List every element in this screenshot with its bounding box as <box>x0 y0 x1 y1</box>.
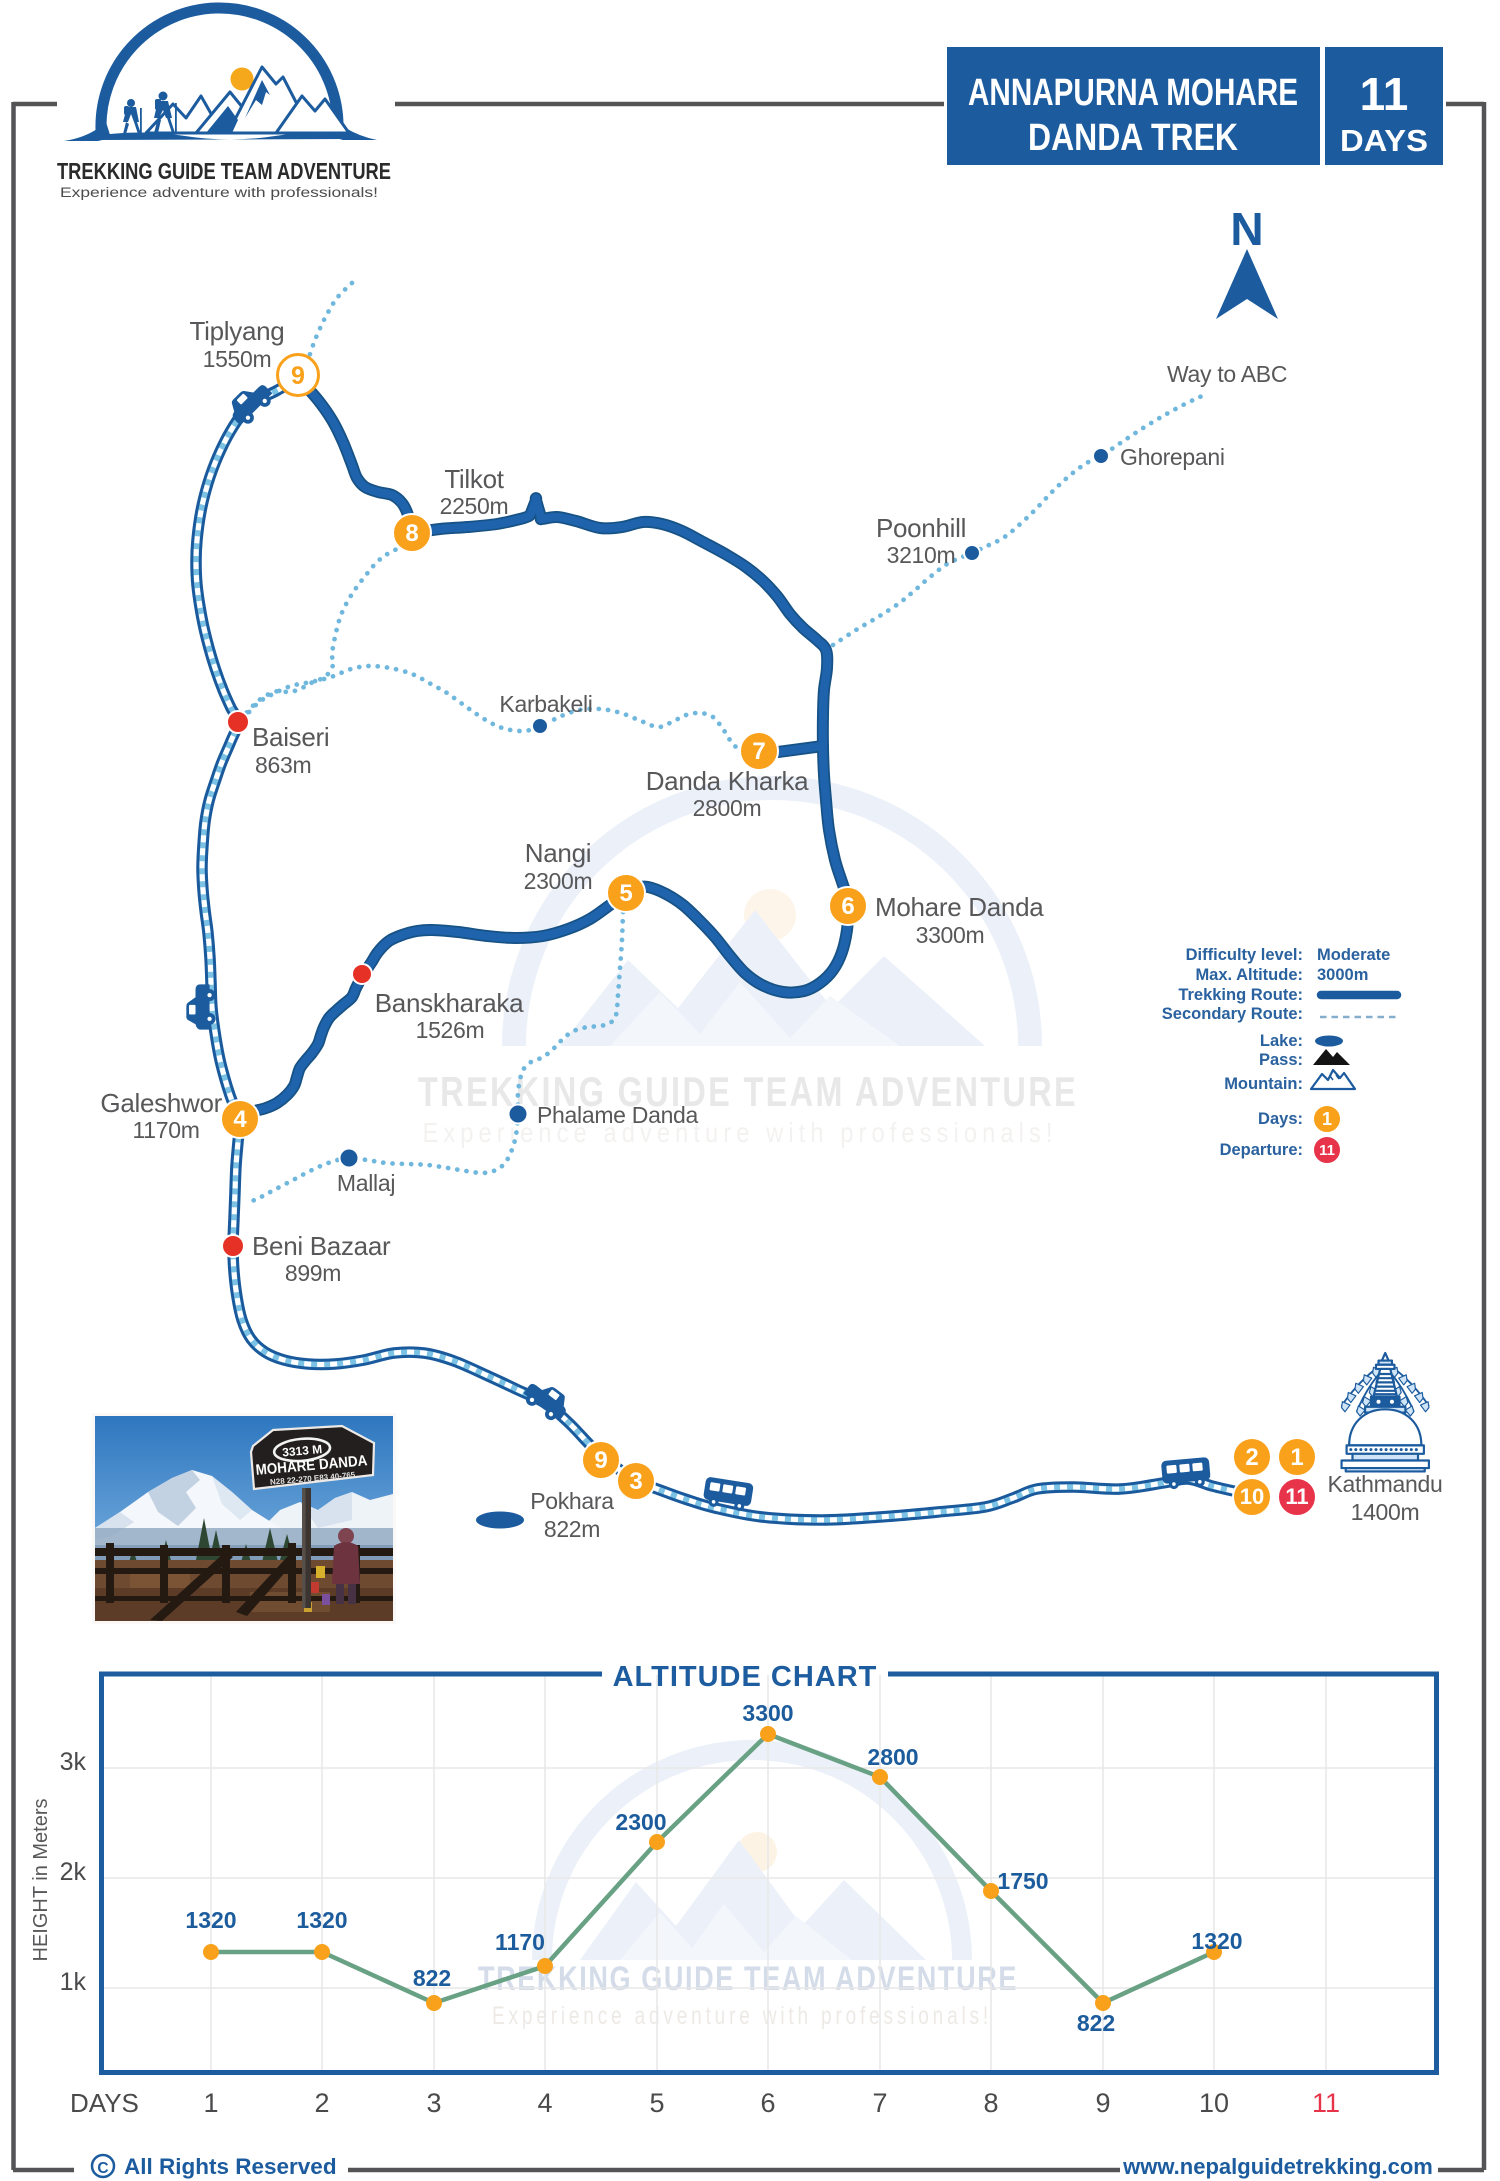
svg-text:11: 11 <box>1285 1484 1308 1509</box>
svg-text:1750: 1750 <box>997 1868 1048 1894</box>
svg-text:1320: 1320 <box>296 1907 347 1933</box>
svg-text:1170: 1170 <box>495 1929 545 1955</box>
svg-text:8: 8 <box>983 2088 998 2118</box>
svg-text:Difficulty level:: Difficulty level: <box>1186 946 1303 964</box>
svg-text:DAYS: DAYS <box>70 2088 139 2118</box>
svg-text:1: 1 <box>1322 1109 1332 1129</box>
svg-text:6: 6 <box>841 893 854 920</box>
svg-text:3: 3 <box>629 1468 642 1495</box>
svg-text:Experience adventure with prof: Experience adventure with professionals! <box>60 185 378 200</box>
svg-text:Experience adventure with prof: Experience adventure with professionals! <box>423 1117 1058 1148</box>
svg-text:9: 9 <box>291 362 305 390</box>
svg-text:2800: 2800 <box>867 1744 918 1770</box>
svg-text:www.nepalguidetrekking.com: www.nepalguidetrekking.com <box>1122 2154 1433 2179</box>
svg-text:1k: 1k <box>60 1968 87 1996</box>
svg-text:C: C <box>97 2160 108 2177</box>
svg-text:2k: 2k <box>60 1858 87 1886</box>
svg-text:Mohare Danda: Mohare Danda <box>875 892 1044 922</box>
svg-text:3300m: 3300m <box>916 922 985 948</box>
svg-text:5: 5 <box>619 880 632 907</box>
svg-text:Mallaj: Mallaj <box>337 1170 395 1196</box>
svg-text:Mountain:: Mountain: <box>1224 1075 1303 1093</box>
svg-text:Lake:: Lake: <box>1260 1032 1303 1050</box>
svg-text:TREKKING GUIDE TEAM ADVENTURE: TREKKING GUIDE TEAM ADVENTURE <box>478 1960 1018 1998</box>
svg-text:Departure:: Departure: <box>1220 1141 1303 1159</box>
svg-text:Max. Altitude:: Max. Altitude: <box>1195 966 1303 984</box>
svg-text:HEIGHT in Meters: HEIGHT in Meters <box>30 1799 52 1962</box>
svg-text:8: 8 <box>405 520 418 547</box>
svg-text:3210m: 3210m <box>887 542 956 568</box>
svg-text:3300: 3300 <box>742 1700 793 1726</box>
svg-text:2250m: 2250m <box>440 493 509 519</box>
svg-text:Karbakeli: Karbakeli <box>499 691 592 717</box>
svg-text:Tiplyang: Tiplyang <box>190 316 285 346</box>
svg-text:6: 6 <box>760 2088 775 2118</box>
svg-text:TREKKING GUIDE TEAM ADVENTURE: TREKKING GUIDE TEAM ADVENTURE <box>57 158 391 184</box>
svg-text:Galeshwor: Galeshwor <box>100 1088 222 1118</box>
svg-text:822: 822 <box>1077 2010 1115 2036</box>
svg-text:Poonhill: Poonhill <box>876 513 966 543</box>
svg-text:1320: 1320 <box>185 1907 236 1933</box>
svg-text:Trekking Route:: Trekking Route: <box>1178 986 1303 1004</box>
svg-text:863m: 863m <box>255 752 311 778</box>
svg-text:Phalame Danda: Phalame Danda <box>537 1102 699 1128</box>
svg-text:1400m: 1400m <box>1351 1499 1420 1525</box>
svg-text:3313 M: 3313 M <box>282 1442 323 1459</box>
svg-text:1: 1 <box>203 2088 218 2118</box>
svg-text:Days:: Days: <box>1258 1110 1303 1128</box>
svg-text:Pokhara: Pokhara <box>530 1488 614 1514</box>
svg-text:Way to ABC: Way to ABC <box>1167 361 1287 387</box>
svg-text:10: 10 <box>1199 2088 1229 2118</box>
svg-text:10: 10 <box>1240 1484 1264 1509</box>
svg-text:11: 11 <box>1312 2088 1340 2118</box>
svg-text:9: 9 <box>594 1447 607 1474</box>
svg-text:Ghorepani: Ghorepani <box>1120 444 1225 470</box>
svg-text:9: 9 <box>1095 2088 1110 2118</box>
svg-text:2: 2 <box>1245 1444 1258 1471</box>
svg-text:Danda Kharka: Danda Kharka <box>646 766 809 796</box>
svg-text:Banskharaka: Banskharaka <box>375 988 524 1018</box>
svg-text:2300m: 2300m <box>524 868 593 894</box>
svg-text:All Rights Reserved: All Rights Reserved <box>124 2154 337 2179</box>
svg-text:3k: 3k <box>60 1748 87 1776</box>
svg-text:Secondary Route:: Secondary Route: <box>1162 1005 1303 1023</box>
svg-text:ANNAPURNA MOHARE: ANNAPURNA MOHARE <box>968 72 1298 114</box>
svg-text:DANDA TREK: DANDA TREK <box>1028 117 1238 159</box>
svg-text:822: 822 <box>413 1965 451 1991</box>
svg-text:2: 2 <box>314 2088 329 2118</box>
svg-text:11: 11 <box>1319 1142 1335 1159</box>
svg-text:1: 1 <box>1290 1444 1303 1471</box>
svg-text:Beni Bazaar: Beni Bazaar <box>252 1231 391 1261</box>
svg-text:Pass:: Pass: <box>1259 1051 1303 1069</box>
svg-text:Experience adventure with prof: Experience adventure with professionals! <box>492 2002 992 2030</box>
svg-text:4: 4 <box>537 2088 552 2118</box>
svg-text:ALTITUDE CHART: ALTITUDE CHART <box>613 1661 878 1693</box>
svg-text:11: 11 <box>1360 68 1409 120</box>
svg-text:Baiseri: Baiseri <box>252 722 329 752</box>
svg-text:Nangi: Nangi <box>525 838 591 868</box>
svg-text:3: 3 <box>426 2088 441 2118</box>
svg-text:N: N <box>1230 203 1263 255</box>
svg-text:Kathmandu: Kathmandu <box>1328 1471 1443 1497</box>
svg-text:5: 5 <box>649 2088 664 2118</box>
svg-text:Tilkot: Tilkot <box>444 464 504 494</box>
svg-text:Moderate: Moderate <box>1317 946 1390 964</box>
svg-text:899m: 899m <box>285 1260 341 1286</box>
svg-text:TREKKING GUIDE TEAM ADVENTURE: TREKKING GUIDE TEAM ADVENTURE <box>418 1068 1078 1115</box>
svg-text:1526m: 1526m <box>416 1017 485 1043</box>
svg-text:3000m: 3000m <box>1317 966 1368 984</box>
svg-text:7: 7 <box>872 2088 887 2118</box>
svg-text:1170m: 1170m <box>132 1117 199 1143</box>
svg-text:2300: 2300 <box>615 1809 666 1835</box>
svg-text:2800m: 2800m <box>693 795 762 821</box>
svg-text:4: 4 <box>233 1106 247 1133</box>
svg-text:822m: 822m <box>544 1516 600 1542</box>
svg-text:DAYS: DAYS <box>1340 123 1428 158</box>
svg-text:1550m: 1550m <box>203 346 272 372</box>
svg-text:1320: 1320 <box>1191 1928 1242 1954</box>
svg-text:7: 7 <box>752 738 765 765</box>
